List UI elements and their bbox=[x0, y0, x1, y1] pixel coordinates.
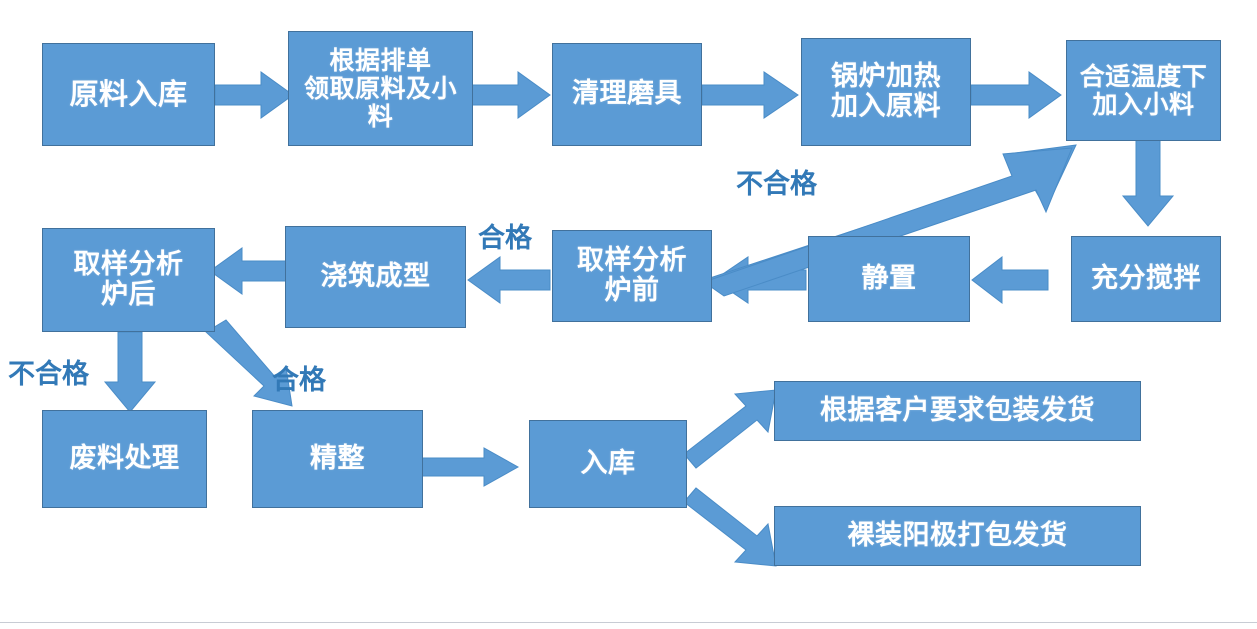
node-label: 充分搅拌 bbox=[1091, 262, 1201, 294]
node-full-stirring[interactable]: 充分搅拌 bbox=[1071, 236, 1221, 322]
edge-label-pass-furnace-after: 合格 bbox=[272, 365, 326, 396]
arrow-n5-n6 bbox=[1121, 139, 1175, 227]
arrow-n10-n11 bbox=[103, 331, 157, 413]
node-clean-mold[interactable]: 清理磨具 bbox=[552, 43, 702, 146]
edge-label-pass-furnace-front: 合格 bbox=[478, 223, 532, 254]
node-waste-treatment[interactable]: 废料处理 bbox=[42, 410, 207, 508]
node-label: 废料处理 bbox=[69, 442, 180, 474]
node-label: 精整 bbox=[310, 442, 365, 474]
node-raw-material-warehousing[interactable]: 原料入库 bbox=[42, 43, 215, 146]
node-label-line2: 炉前 bbox=[604, 275, 660, 306]
node-label: 原料入库 bbox=[69, 77, 188, 112]
node-label-line1: 取样分析 bbox=[73, 248, 184, 280]
node-label-line1: 锅炉加热 bbox=[831, 60, 941, 92]
node-sampling-after-furnace[interactable]: 取样分析 炉后 bbox=[42, 228, 215, 332]
node-label: 裸装阳极打包发货 bbox=[847, 519, 1068, 551]
node-label-line1: 合适温度下 bbox=[1079, 61, 1208, 91]
node-label: 根据客户要求包装发货 bbox=[820, 394, 1095, 426]
arrow-n3-n4 bbox=[701, 71, 799, 119]
node-label-line3: 料 bbox=[367, 101, 394, 131]
node-label-line1: 取样分析 bbox=[577, 244, 687, 276]
arrow-n9-n10 bbox=[209, 247, 293, 295]
node-pack-ship-by-customer-request[interactable]: 根据客户要求包装发货 bbox=[774, 381, 1141, 441]
node-label: 入库 bbox=[580, 447, 636, 479]
node-finishing[interactable]: 精整 bbox=[252, 410, 423, 508]
edge-label-reject-furnace-front: 不合格 bbox=[736, 169, 817, 200]
arrow-n6-n7 bbox=[971, 255, 1049, 305]
node-warehousing[interactable]: 入库 bbox=[529, 420, 687, 508]
node-casting-forming[interactable]: 浇筑成型 bbox=[285, 226, 466, 328]
node-label-line1: 根据排单 bbox=[329, 45, 432, 75]
node-sampling-before-furnace[interactable]: 取样分析 炉前 bbox=[552, 230, 712, 322]
arrow-n8-n9 bbox=[467, 256, 551, 304]
arrow-n7-n8 bbox=[713, 256, 807, 304]
node-label-line2: 加入小料 bbox=[1092, 89, 1195, 119]
bottom-divider bbox=[0, 622, 1257, 623]
node-label-line2: 炉后 bbox=[101, 279, 156, 310]
node-pick-materials-by-order[interactable]: 根据排单 领取原料及小 料 bbox=[288, 31, 473, 146]
arrow-n4-n5 bbox=[970, 71, 1062, 119]
arrow-n2-n3 bbox=[471, 71, 551, 119]
node-boiler-heat-add-raw[interactable]: 锅炉加热 加入原料 bbox=[801, 38, 971, 146]
arrow-n12-n13 bbox=[421, 447, 520, 487]
node-label: 浇筑成型 bbox=[320, 260, 431, 292]
arrow-n1-n2 bbox=[214, 71, 294, 119]
node-label-line2: 加入原料 bbox=[831, 91, 941, 122]
node-bare-anode-pack-ship[interactable]: 裸装阳极打包发货 bbox=[774, 506, 1141, 566]
node-add-minor-at-temp[interactable]: 合适温度下 加入小料 bbox=[1066, 40, 1221, 141]
node-label: 清理磨具 bbox=[572, 78, 682, 110]
node-label: 静置 bbox=[861, 262, 917, 294]
edge-label-reject-furnace-after: 不合格 bbox=[8, 359, 89, 390]
node-standing[interactable]: 静置 bbox=[808, 236, 970, 322]
node-label-line2: 领取原料及小 bbox=[303, 73, 457, 103]
